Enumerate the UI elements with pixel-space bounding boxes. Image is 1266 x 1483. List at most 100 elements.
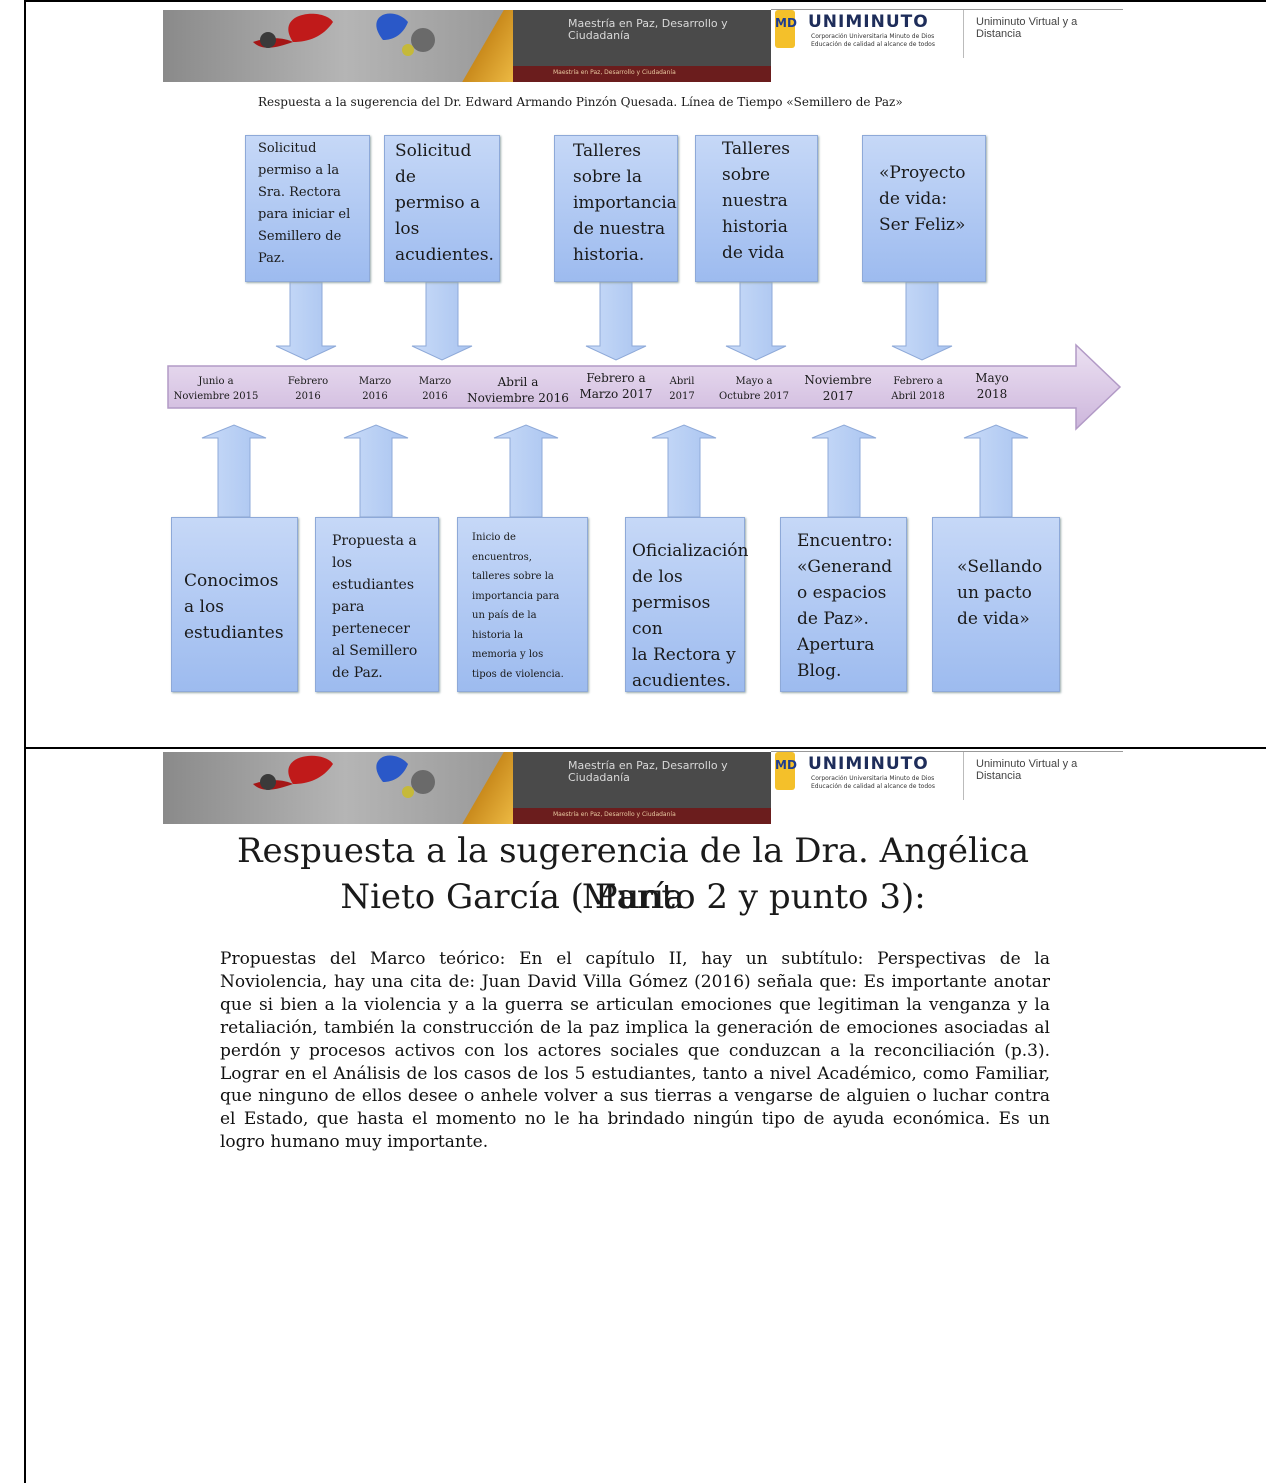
box-line: de los bbox=[632, 567, 683, 587]
program-subtitle: Maestría en Paz, Desarrollo y Ciudadanía bbox=[553, 69, 676, 76]
box-line: Apertura bbox=[797, 635, 875, 655]
box-line: talleres sobre la bbox=[472, 571, 554, 582]
program-title: Maestría en Paz, Desarrollo y Ciudadanía bbox=[568, 759, 728, 784]
timeline-box: «Sellando un pacto de vida» bbox=[932, 517, 1060, 692]
date-line: Mayo a bbox=[735, 376, 773, 387]
box-line: o espacios bbox=[797, 583, 887, 603]
box-line: de vida bbox=[722, 243, 785, 263]
date-line: Marzo 2017 bbox=[579, 387, 653, 401]
box-line: a los bbox=[184, 597, 224, 617]
box-line: estudiantes bbox=[332, 577, 415, 593]
header-banner: Maestría en Paz, Desarrollo y Ciudadanía… bbox=[163, 751, 1123, 824]
box-line: historia bbox=[722, 217, 788, 237]
box-line: de Paz. bbox=[332, 665, 383, 681]
university-subtitle: Corporación Universitaria Minuto de Dios bbox=[811, 33, 935, 40]
university-name: UNIMINUTO bbox=[808, 12, 929, 32]
date-line: Febrero a bbox=[586, 371, 646, 385]
box-line: importancia para bbox=[472, 590, 560, 602]
date-line: 2016 bbox=[362, 391, 388, 402]
blue-butterfly-icon bbox=[376, 13, 435, 56]
up-arrow bbox=[493, 424, 559, 518]
timeline-box: Talleres sobre la importancia de nuestra… bbox=[554, 135, 678, 282]
box-line: la Rectora y bbox=[632, 645, 736, 665]
box-line: nuestra bbox=[722, 191, 788, 211]
timeline-box: «Proyecto de vida: Ser Feliz» bbox=[862, 135, 986, 282]
box-line: Semillero de bbox=[258, 229, 342, 244]
body-paragraph: Propuestas del Marco teórico: En el capí… bbox=[220, 949, 1050, 1153]
logo-icon bbox=[775, 752, 795, 790]
box-line: los bbox=[395, 219, 420, 239]
box-line: Talleres bbox=[573, 141, 641, 161]
box-line: para bbox=[332, 599, 365, 615]
box-line: un país de la bbox=[472, 610, 537, 621]
header-banner: Maestría en Paz, Desarrollo y Ciudadanía… bbox=[163, 9, 1123, 82]
date-line: Noviembre 2015 bbox=[173, 391, 259, 402]
timeline-date: Junio a Noviembre 2015 bbox=[168, 374, 264, 404]
box-line: Oficialización bbox=[632, 541, 749, 561]
date-line: Febrero bbox=[287, 376, 329, 387]
down-arrow bbox=[891, 281, 953, 361]
date-line: 2016 bbox=[422, 391, 448, 402]
logo-initials: MD bbox=[775, 758, 797, 772]
box-line: sobre la bbox=[573, 167, 643, 187]
box-line: pertenecer bbox=[332, 621, 410, 637]
box-line: los bbox=[332, 555, 353, 571]
timeline-box: Conocimos a los estudiantes bbox=[171, 517, 298, 692]
up-arrow bbox=[343, 424, 409, 518]
banner-image: Maestría en Paz, Desarrollo y Ciudadanía… bbox=[163, 752, 771, 824]
timeline-box: Encuentro: «Generand o espacios de Paz».… bbox=[780, 517, 907, 692]
banner-image: Maestría en Paz, Desarrollo y Ciudadanía… bbox=[163, 10, 771, 82]
date-line: Noviembre bbox=[804, 373, 872, 387]
box-line: Conocimos bbox=[184, 571, 279, 591]
date-line: Marzo bbox=[418, 376, 452, 387]
box-line: estudiantes bbox=[184, 623, 284, 643]
banner-separator bbox=[963, 752, 964, 800]
box-line: para iniciar el bbox=[258, 207, 351, 222]
date-line: Mayo bbox=[975, 371, 1009, 385]
up-arrow bbox=[651, 424, 717, 518]
logo-initials: MD bbox=[775, 16, 797, 30]
timeline-date: Marzo 2016 bbox=[410, 374, 460, 404]
banner-bottom-bar bbox=[513, 808, 771, 824]
timeline-box: Solicitud permiso a la Sra. Rectora para… bbox=[245, 135, 370, 282]
section-heading: Nieto García ( Punto 2 y punto 3): bbox=[340, 877, 926, 917]
university-name: UNIMINUTO bbox=[808, 754, 929, 774]
box-line: permiso a bbox=[395, 193, 481, 213]
university-subtitle: Corporación Universitaria Minuto de Dios bbox=[811, 775, 935, 782]
table-row-divider bbox=[24, 747, 1266, 749]
box-line: Solicitud bbox=[258, 141, 317, 156]
box-line: Ser Feliz» bbox=[879, 215, 966, 235]
box-line: Paz. bbox=[258, 251, 285, 266]
date-line: 2017 bbox=[669, 391, 695, 402]
university-tagline: Educación de calidad al alcance de todos bbox=[811, 783, 935, 790]
up-arrow bbox=[963, 424, 1029, 518]
date-line: Febrero a bbox=[893, 376, 943, 387]
date-line: Octubre 2017 bbox=[719, 391, 789, 402]
box-line: memoria y los bbox=[472, 649, 544, 660]
down-arrow bbox=[411, 281, 473, 361]
box-line: «Proyecto bbox=[879, 163, 966, 183]
box-line: Solicitud bbox=[395, 141, 472, 161]
box-line: historia la bbox=[472, 629, 524, 641]
box-line: de vida: bbox=[879, 189, 948, 209]
program-title: Maestría en Paz, Desarrollo y Ciudadanía bbox=[568, 17, 728, 42]
box-line: Blog. bbox=[797, 661, 842, 681]
red-butterfly-icon bbox=[253, 13, 333, 48]
box-line: permiso a la bbox=[258, 163, 340, 178]
date-line: 2018 bbox=[976, 387, 1008, 401]
date-line: Abril 2018 bbox=[891, 391, 945, 402]
box-line: «Sellando bbox=[957, 557, 1043, 577]
date-line: 2017 bbox=[822, 389, 854, 403]
box-line: de nuestra bbox=[573, 219, 666, 239]
up-arrow bbox=[201, 424, 267, 518]
timeline-graphic bbox=[167, 281, 1122, 518]
timeline-date: Mayo 2018 bbox=[966, 370, 1018, 402]
box-line: Propuesta a bbox=[332, 533, 417, 549]
timeline-arrow bbox=[167, 343, 1122, 431]
up-arrow bbox=[811, 424, 877, 518]
box-line: acudientes. bbox=[632, 671, 731, 691]
banner-line bbox=[771, 9, 1123, 10]
date-line: 2016 bbox=[295, 391, 321, 402]
timeline-date: Febrero 2016 bbox=[280, 374, 336, 404]
box-line: historia. bbox=[573, 245, 645, 265]
